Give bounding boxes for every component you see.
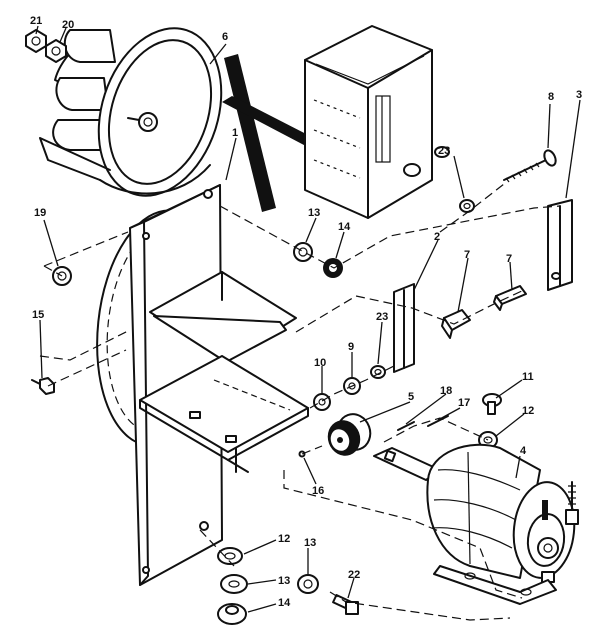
callout-23-upper: 23 [438, 145, 450, 157]
bracket-3 [547, 199, 573, 291]
callout-8: 8 [548, 91, 554, 103]
motor-pulley-5 [327, 413, 372, 456]
assembly-lines [39, 183, 561, 621]
washer-13-upper [293, 242, 313, 262]
screw-15 [31, 377, 55, 395]
callout-10: 10 [314, 357, 326, 369]
callout-14-bottom: 14 [278, 597, 291, 609]
set-screw-16 [298, 450, 306, 458]
strap-2 [393, 283, 415, 373]
callout-14-upper: 14 [338, 221, 351, 233]
callout-13-bottom-left: 13 [278, 575, 290, 587]
nut-10 [313, 393, 331, 411]
electric-motor-4 [373, 443, 579, 605]
callout-12-bottom: 12 [278, 533, 290, 545]
callout-7-middle: 7 [464, 249, 470, 261]
washer-13-bottom-left [220, 574, 248, 594]
bolt-22 [332, 593, 359, 615]
nut-14-bottom [217, 603, 247, 625]
callout-21: 21 [30, 15, 42, 27]
callout-labels: 21 20 6 1 8 3 23 19 13 14 2 7 7 15 23 10… [30, 15, 582, 609]
callout-2: 2 [434, 231, 440, 243]
callout-19: 19 [34, 207, 46, 219]
callout-9: 9 [348, 341, 354, 353]
callout-23-lower: 23 [376, 311, 388, 323]
bolt-8 [503, 149, 557, 183]
lock-washer-20 [45, 39, 67, 63]
callout-11: 11 [522, 371, 534, 383]
connector-7-right [493, 285, 527, 311]
callout-13-upper: 13 [308, 207, 320, 219]
callout-20: 20 [62, 19, 74, 31]
washer-23-upper [459, 199, 475, 213]
callout-3: 3 [576, 89, 582, 101]
blower-wheel [39, 27, 223, 197]
callout-15: 15 [32, 309, 44, 321]
callout-18: 18 [440, 385, 452, 397]
callout-16: 16 [312, 485, 324, 497]
connector-7-middle [441, 309, 471, 339]
blower-housing [304, 25, 450, 219]
leader-lines [35, 25, 581, 613]
callout-4: 4 [520, 445, 527, 457]
callout-22: 22 [348, 569, 360, 581]
cap-screw-11 [482, 393, 502, 415]
callout-1: 1 [232, 127, 238, 139]
washer-12-bottom [217, 547, 243, 565]
key-18 [397, 421, 415, 431]
main-frame [96, 184, 309, 586]
callout-17: 17 [458, 397, 470, 409]
washer-13-bottom-right [297, 574, 319, 594]
pin-17 [427, 415, 449, 427]
callout-5: 5 [408, 391, 414, 403]
callout-13-bottom-right: 13 [304, 537, 316, 549]
callout-6: 6 [222, 31, 228, 43]
callout-7-right: 7 [506, 253, 512, 265]
callout-12-right: 12 [522, 405, 534, 417]
